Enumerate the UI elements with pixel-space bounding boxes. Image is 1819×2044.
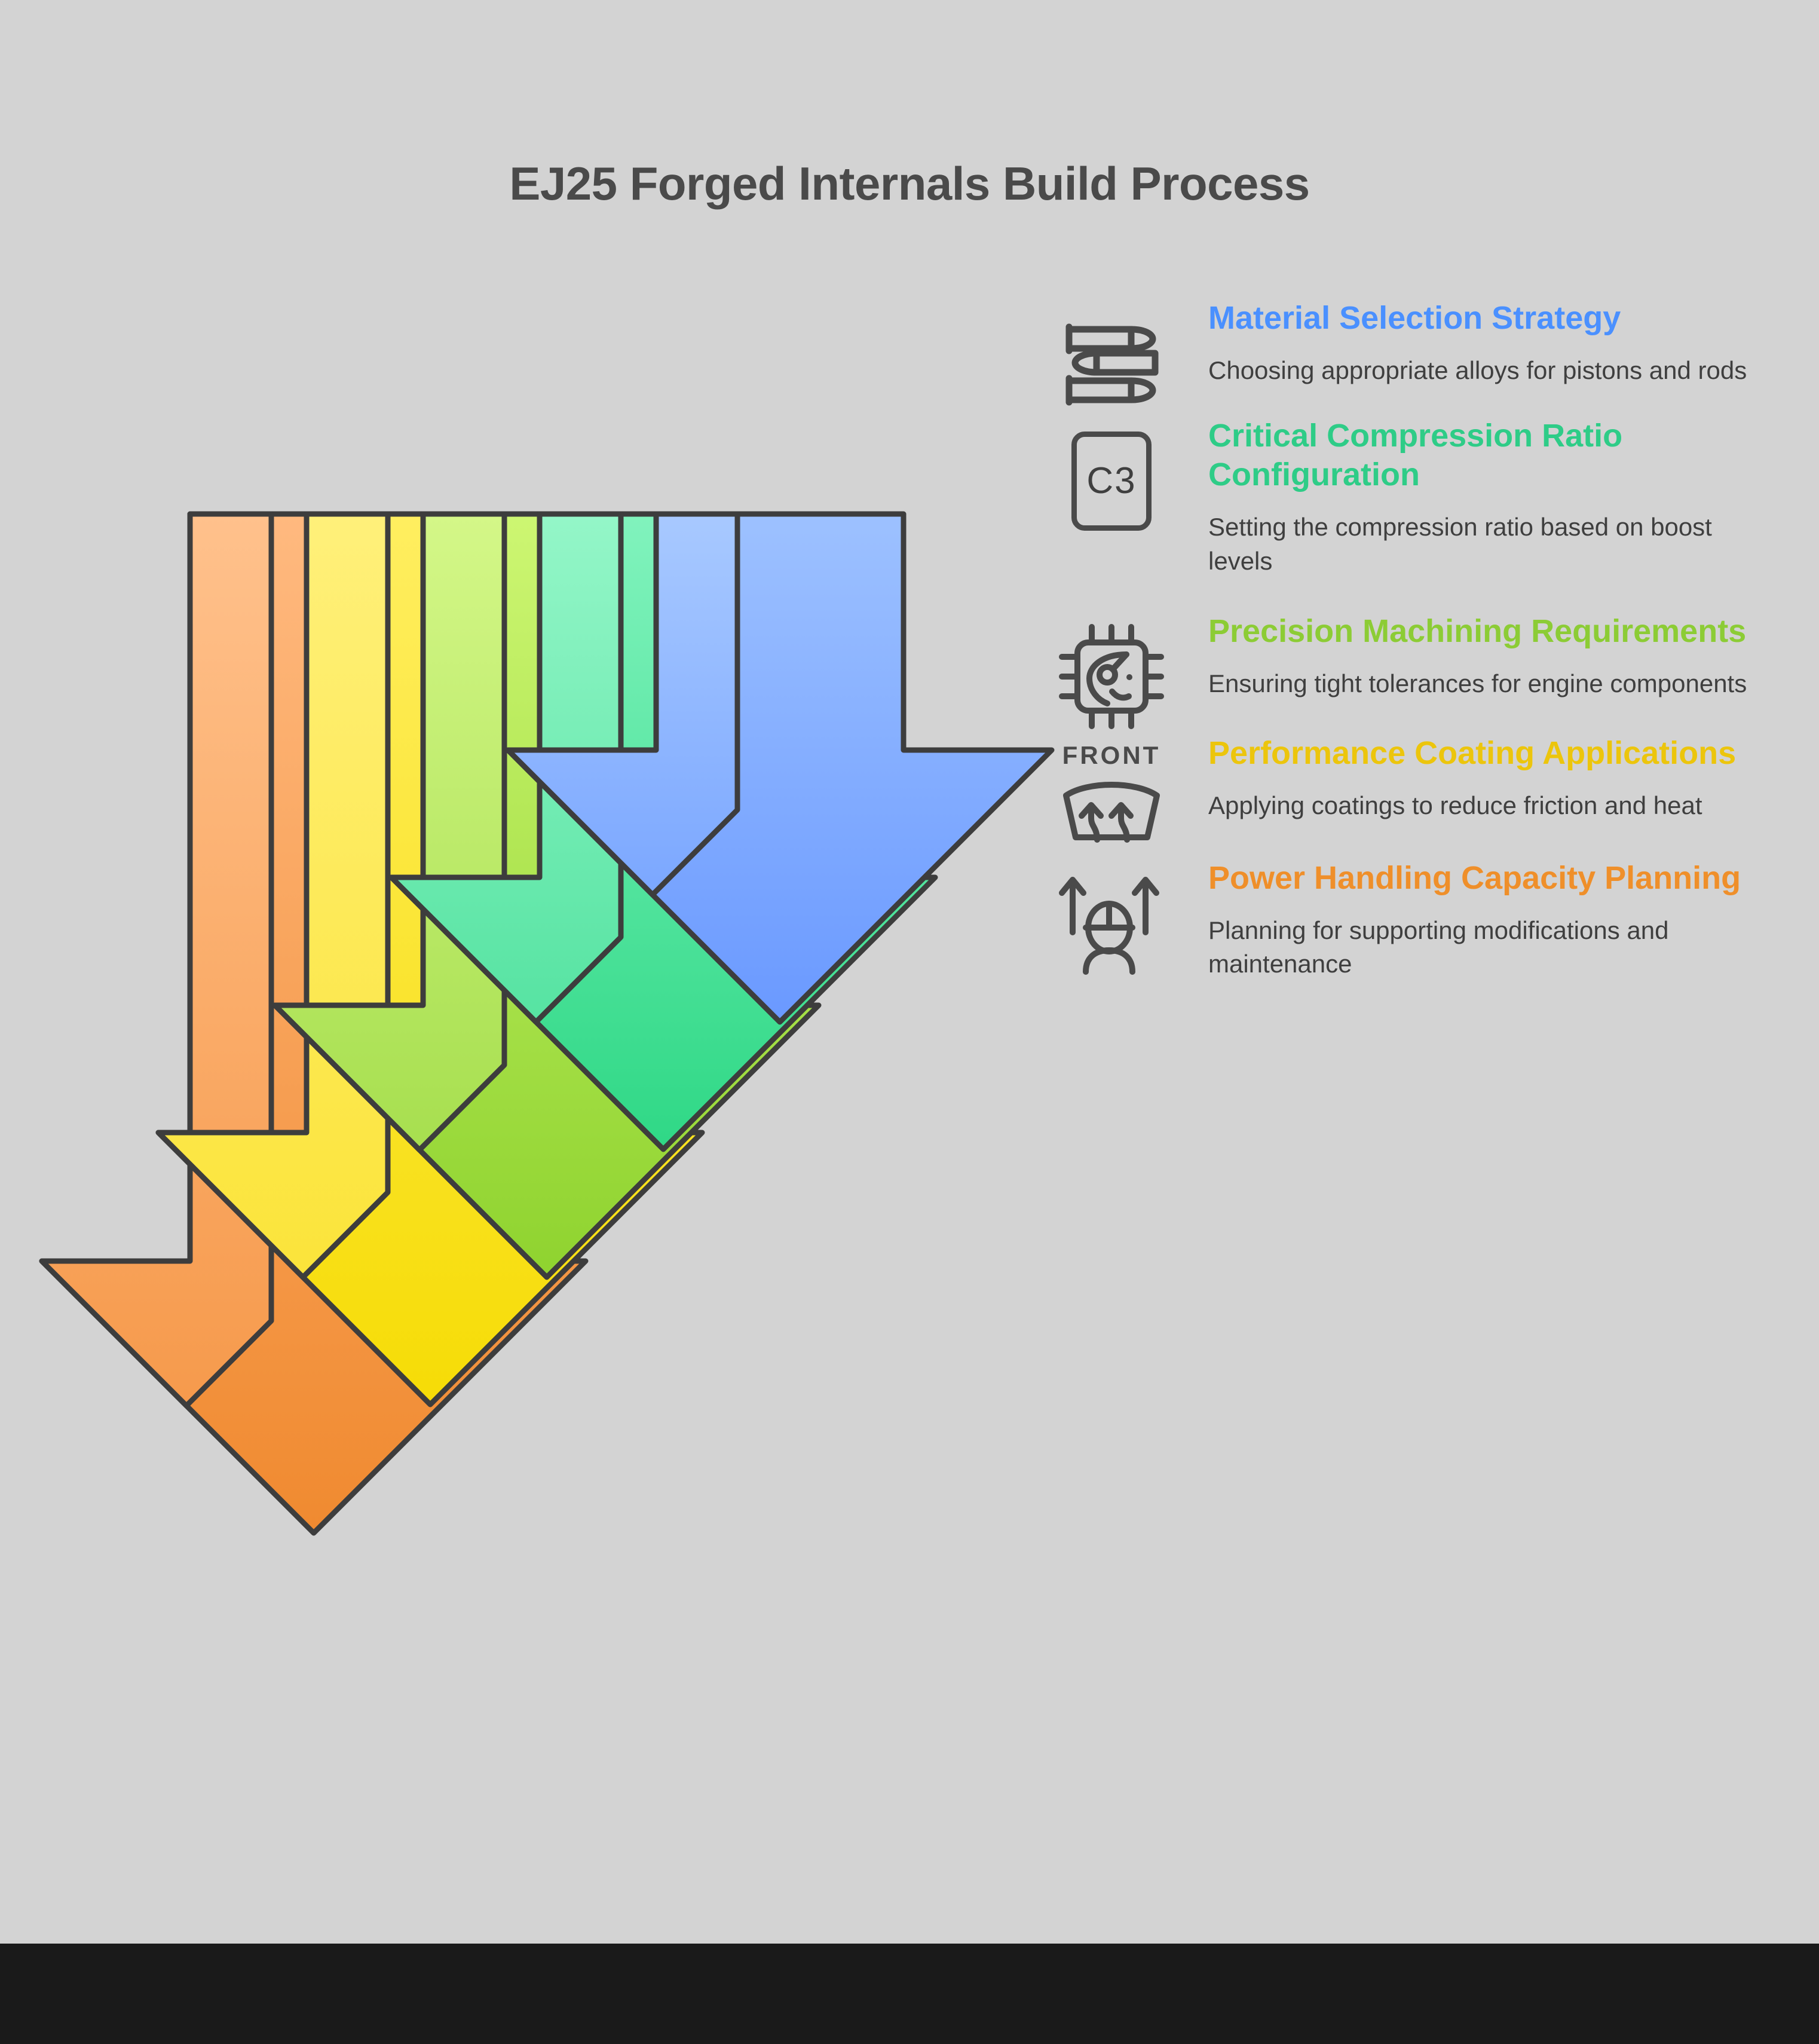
step-title: Precision Machining Requirements xyxy=(1208,613,1747,649)
chip-gauge-icon xyxy=(1052,617,1171,736)
bullets-cartridges-icon xyxy=(1052,304,1171,423)
step-description: Ensuring tight tolerances for engine com… xyxy=(1208,669,1747,697)
front-defrost-label: FRONT xyxy=(1062,741,1161,770)
process-step-list: Material Selection Strategy Choosing app… xyxy=(1052,299,1757,1008)
step-title: Material Selection Strategy xyxy=(1208,300,1621,336)
front-defrost-icon: FRONT xyxy=(1052,734,1171,853)
page-title: EJ25 Forged Internals Build Process xyxy=(509,157,1310,210)
footer-bar xyxy=(0,1944,1819,2044)
worker-lifting-icon xyxy=(1052,864,1171,983)
step-description: Planning for supporting modifications an… xyxy=(1208,916,1669,978)
step-item-performance-coating[interactable]: FRONT Performance Coating Applications A… xyxy=(1052,734,1757,843)
step-text-block: Precision Machining Requirements Ensurin… xyxy=(1208,612,1757,701)
c3-badge-icon: C3 xyxy=(1052,421,1171,541)
step-title: Power Handling Capacity Planning xyxy=(1208,859,1741,896)
step-text-block: Critical Compression Ratio Configuration… xyxy=(1208,417,1757,579)
step-title: Critical Compression Ratio Configuration xyxy=(1208,417,1623,493)
step-item-power-handling[interactable]: Power Handling Capacity Planning Plannin… xyxy=(1052,859,1757,981)
layered-arrow-diagram xyxy=(36,490,1076,1748)
arrow-layer-material-selection xyxy=(505,511,1055,1025)
step-item-compression-ratio[interactable]: C3 Critical Compression Ratio Configurat… xyxy=(1052,417,1757,579)
step-item-material-selection[interactable]: Material Selection Strategy Choosing app… xyxy=(1052,299,1757,406)
step-text-block: Power Handling Capacity Planning Plannin… xyxy=(1208,859,1757,981)
step-item-precision-machining[interactable]: Precision Machining Requirements Ensurin… xyxy=(1052,612,1757,729)
step-text-block: Performance Coating Applications Applyin… xyxy=(1208,734,1757,823)
step-title: Performance Coating Applications xyxy=(1208,735,1737,772)
step-text-block: Material Selection Strategy Choosing app… xyxy=(1208,299,1757,388)
step-description: Applying coatings to reduce friction and… xyxy=(1208,791,1702,820)
step-description: Choosing appropriate alloys for pistons … xyxy=(1208,356,1747,384)
step-description: Setting the compression ratio based on b… xyxy=(1208,513,1712,575)
c3-badge-label: C3 xyxy=(1071,431,1152,531)
